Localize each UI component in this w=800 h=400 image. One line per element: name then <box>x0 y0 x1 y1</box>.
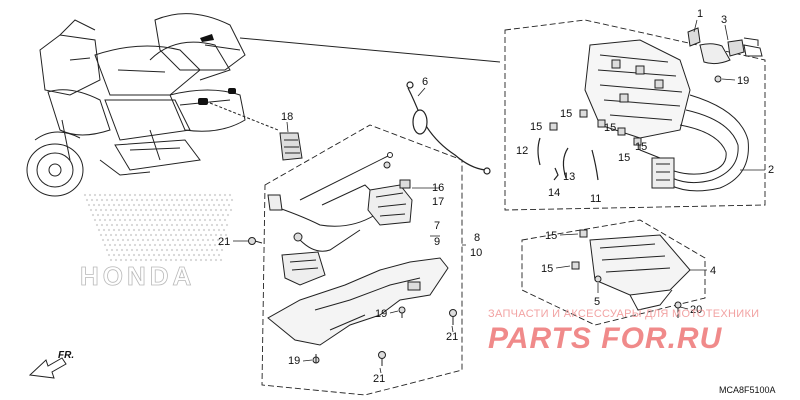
label-2: 2 <box>768 164 774 176</box>
label-13: 13 <box>563 171 575 183</box>
label-21b: 21 <box>446 331 458 343</box>
parts-small-cables <box>537 137 599 181</box>
part-4-bracket <box>589 234 691 311</box>
label-11: 11 <box>590 193 601 205</box>
label-15a: 15 <box>560 108 572 120</box>
lock-assembly-parts <box>267 152 449 346</box>
label-8: 8 <box>474 232 480 244</box>
label-15d: 15 <box>618 152 630 164</box>
part-6-cable <box>406 81 491 175</box>
part-2-wire-harness <box>584 39 749 192</box>
label-15c: 15 <box>604 122 616 134</box>
label-17: 17 <box>432 196 444 208</box>
label-15f: 15 <box>545 230 557 242</box>
part-14-clip <box>553 167 559 181</box>
watermark-site: PARTS FOR.RU <box>488 322 723 355</box>
group-box-lock-assembly <box>261 124 463 396</box>
bolt-21-left <box>248 237 263 245</box>
diagram-code: MCA8F5100A <box>719 385 776 395</box>
part-1-3-key-switch <box>687 27 763 83</box>
label-9: 9 <box>434 236 440 248</box>
label-21a: 21 <box>218 236 230 248</box>
watermark-caption: ЗАПЧАСТИ И АКСЕССУАРЫ ДЛЯ МОТОТЕХНИКИ <box>488 308 759 320</box>
front-direction-indicator: FR. <box>28 350 74 379</box>
label-15e: 15 <box>635 141 647 153</box>
label-15g: 15 <box>541 263 553 275</box>
bolt-19-mid <box>398 306 406 318</box>
leader-lines <box>209 37 501 131</box>
label-4: 4 <box>710 265 716 277</box>
label-16: 16 <box>432 182 444 194</box>
label-5: 5 <box>594 296 600 308</box>
label-19b: 19 <box>375 308 387 320</box>
label-12: 12 <box>516 145 528 157</box>
label-19c: 19 <box>288 355 300 367</box>
fr-arrow-icon <box>28 357 67 379</box>
part-labels: 1 2 3 4 5 6 7 8 9 10 11 12 13 14 15 15 1… <box>218 8 774 385</box>
part-12-cable <box>537 137 541 166</box>
bolt-21-right <box>449 309 457 325</box>
group-box-bracket <box>521 219 706 326</box>
label-15b: 15 <box>530 121 542 133</box>
group-box-wire-harness <box>504 19 766 211</box>
label-21c: 21 <box>373 373 385 385</box>
label-19a: 19 <box>737 75 749 87</box>
part-13-cable <box>562 147 569 179</box>
label-14: 14 <box>548 187 560 199</box>
part-15-clips <box>549 109 642 270</box>
honda-wing-watermark <box>83 193 234 262</box>
motorcycle-overview-illustration <box>26 13 246 197</box>
label-10: 10 <box>470 247 482 259</box>
label-18: 18 <box>281 111 293 123</box>
bolts <box>248 237 682 366</box>
fr-label: FR. <box>58 350 74 361</box>
bolt-20 <box>674 301 682 318</box>
label-3: 3 <box>721 14 727 26</box>
label-7: 7 <box>434 220 440 232</box>
label-6: 6 <box>422 76 428 88</box>
part-18-connector <box>279 132 303 161</box>
location-markers <box>198 34 236 105</box>
part-11-cable <box>591 149 599 181</box>
bolt-21-low <box>378 351 386 366</box>
honda-brand-watermark: HONDA <box>80 261 195 291</box>
label-leaders <box>233 19 765 374</box>
bolt-19-low <box>312 354 320 364</box>
label-1: 1 <box>697 8 703 20</box>
label-20: 20 <box>690 304 702 316</box>
